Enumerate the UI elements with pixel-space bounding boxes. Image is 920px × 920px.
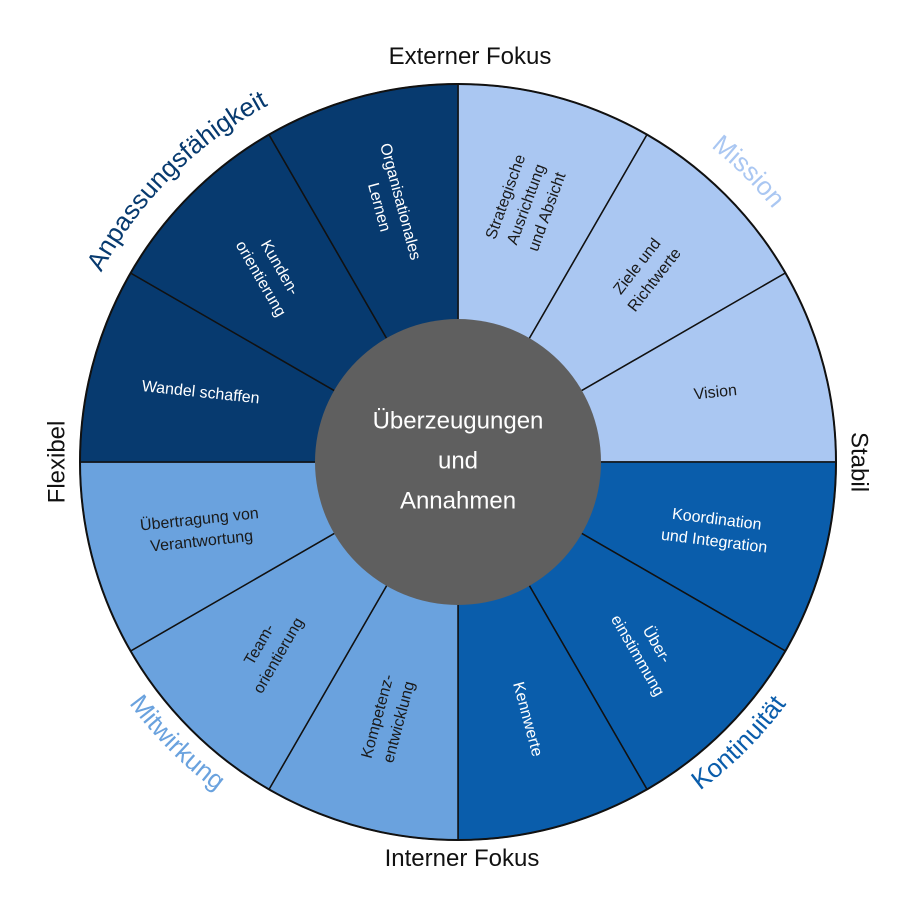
axis-label-left: Flexibel: [43, 421, 70, 504]
center-circle: [315, 319, 601, 605]
center-label-line: Annahmen: [400, 487, 516, 514]
center-label-line: und: [438, 447, 478, 474]
axis-label-bottom: Interner Fokus: [385, 845, 540, 872]
axis-label-top: Externer Fokus: [389, 43, 552, 70]
outer-ring: [79, 83, 837, 841]
segment-label-0-2: Vision: [693, 382, 738, 403]
axis-label-right: Stabil: [846, 432, 873, 492]
segment-label-line: Vision: [693, 382, 738, 403]
center-label-line: Überzeugungen: [373, 407, 544, 434]
